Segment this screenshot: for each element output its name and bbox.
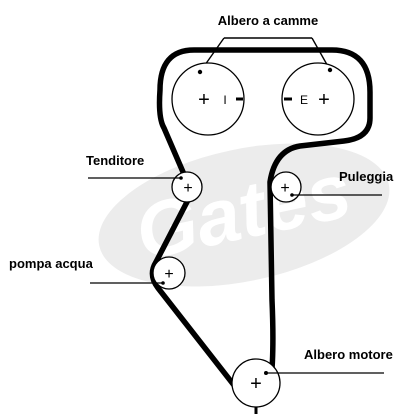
gates-watermark: Gates (98, 143, 390, 287)
label-camshaft: Albero a camme (218, 13, 318, 28)
label-water-pump: pompa acqua (9, 256, 94, 271)
water-pump-plus-icon: + (164, 266, 173, 283)
exhaust-cam-pulley: E + (281, 62, 355, 136)
tensioner-pulley: + (171, 171, 203, 203)
crankshaft-pulley: + (231, 358, 281, 414)
idler-plus-icon: + (280, 180, 289, 197)
label-pulley: Puleggia (339, 169, 394, 184)
crankshaft-plus-icon: + (250, 373, 262, 395)
label-crankshaft: Albero motore (304, 347, 393, 362)
label-tensioner: Tenditore (86, 153, 144, 168)
idler-pulley: + (270, 171, 302, 203)
water-pump-pulley: + (152, 256, 186, 290)
intake-cam-pulley: + I (171, 62, 245, 136)
tensioner-plus-icon: + (183, 180, 192, 197)
intake-mark: I (223, 93, 226, 107)
intake-plus-icon: + (198, 89, 210, 111)
exhaust-mark: E (300, 93, 308, 107)
exhaust-plus-icon: + (318, 89, 330, 111)
